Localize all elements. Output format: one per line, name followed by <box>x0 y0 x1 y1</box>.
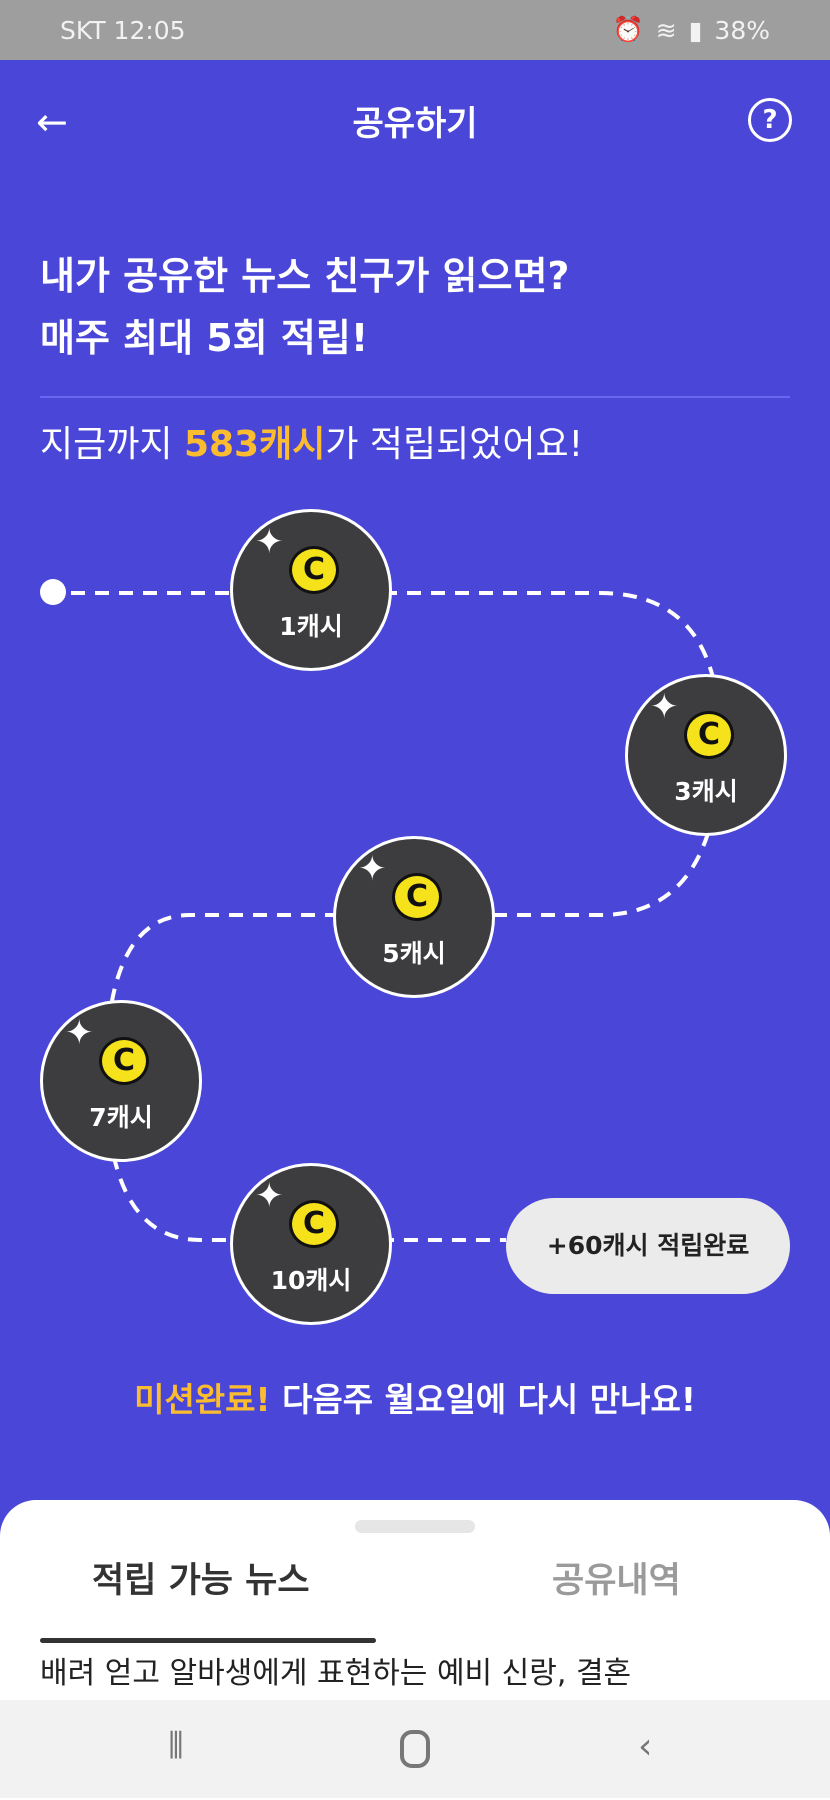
wifi-icon: ≋ <box>655 15 677 45</box>
status-bar: SKT 12:05 ⏰ ≋ ▮ 38% <box>0 0 830 60</box>
step-node: ✦C 1캐시 <box>230 509 392 671</box>
carrier-time: SKT 12:05 <box>60 15 186 45</box>
total-prefix: 지금까지 <box>40 424 184 465</box>
coin-icon: C <box>99 1037 149 1085</box>
step-node: ✦C 5캐시 <box>333 836 495 998</box>
back-nav-icon[interactable]: ‹ <box>638 1726 653 1767</box>
headline-line1: 내가 공유한 뉴스 친구가 읽으면? <box>40 254 570 298</box>
mission-text: 다음주 월요일에 다시 만나요! <box>270 1380 696 1419</box>
sparkle-icon: ✦ <box>255 522 284 562</box>
total-earned: 지금까지 583캐시가 적립되었어요! <box>40 415 583 467</box>
headline-line2: 매주 최대 5회 적립! <box>40 316 369 360</box>
battery-level: 38% <box>714 15 770 45</box>
coin-icon: C <box>684 711 734 759</box>
drag-handle[interactable] <box>355 1520 475 1533</box>
step-label: 1캐시 <box>279 612 343 641</box>
help-icon[interactable]: ? <box>748 98 792 142</box>
sparkle-icon: ✦ <box>255 1176 284 1216</box>
tab-share-history[interactable]: 공유내역 <box>552 1561 681 1601</box>
total-suffix: 가 적립되었어요! <box>325 424 584 465</box>
divider <box>40 396 790 398</box>
step-label: 5캐시 <box>382 939 446 968</box>
progress-path <box>40 579 723 1242</box>
sparkle-icon: ✦ <box>358 849 387 889</box>
news-item-title[interactable]: 배려 얻고 알바생에게 표현하는 예비 신랑, 결혼 <box>40 1656 632 1691</box>
headline: 내가 공유한 뉴스 친구가 읽으면? 매주 최대 5회 적립! <box>40 245 569 369</box>
sparkle-icon: ✦ <box>650 687 679 727</box>
alarm-icon: ⏰ <box>612 15 644 44</box>
mission-complete-message: 미션완료! 다음주 월요일에 다시 만나요! <box>0 1373 830 1421</box>
recent-apps-icon[interactable]: ⦀ <box>168 1726 184 1767</box>
step-node: ✦C 10캐시 <box>230 1163 392 1325</box>
start-dot <box>40 579 66 605</box>
signal-icon: ▮ <box>688 15 703 45</box>
sparkle-icon: ✦ <box>65 1013 94 1053</box>
step-label: 10캐시 <box>270 1266 352 1295</box>
back-arrow-icon[interactable]: ← <box>36 100 68 144</box>
active-tab-indicator <box>40 1638 376 1643</box>
coin-icon: C <box>392 873 442 921</box>
step-label: 3캐시 <box>674 777 738 806</box>
completed-badge: +60캐시 적립완료 <box>506 1198 790 1294</box>
step-node: ✦C 7캐시 <box>40 1000 202 1162</box>
app-header: ← 공유하기 ? <box>0 60 830 180</box>
page-title: 공유하기 <box>352 104 478 144</box>
coin-icon: C <box>289 546 339 594</box>
total-amount: 583캐시 <box>183 424 326 465</box>
tab-available-news[interactable]: 적립 가능 뉴스 <box>92 1561 310 1601</box>
coin-icon: C <box>289 1200 339 1248</box>
system-nav-bar: ⦀ ‹ <box>0 1700 830 1798</box>
mission-highlight: 미션완료! <box>134 1380 271 1419</box>
step-node: ✦C 3캐시 <box>625 674 787 836</box>
home-icon[interactable] <box>400 1730 430 1768</box>
step-label: 7캐시 <box>89 1103 153 1132</box>
